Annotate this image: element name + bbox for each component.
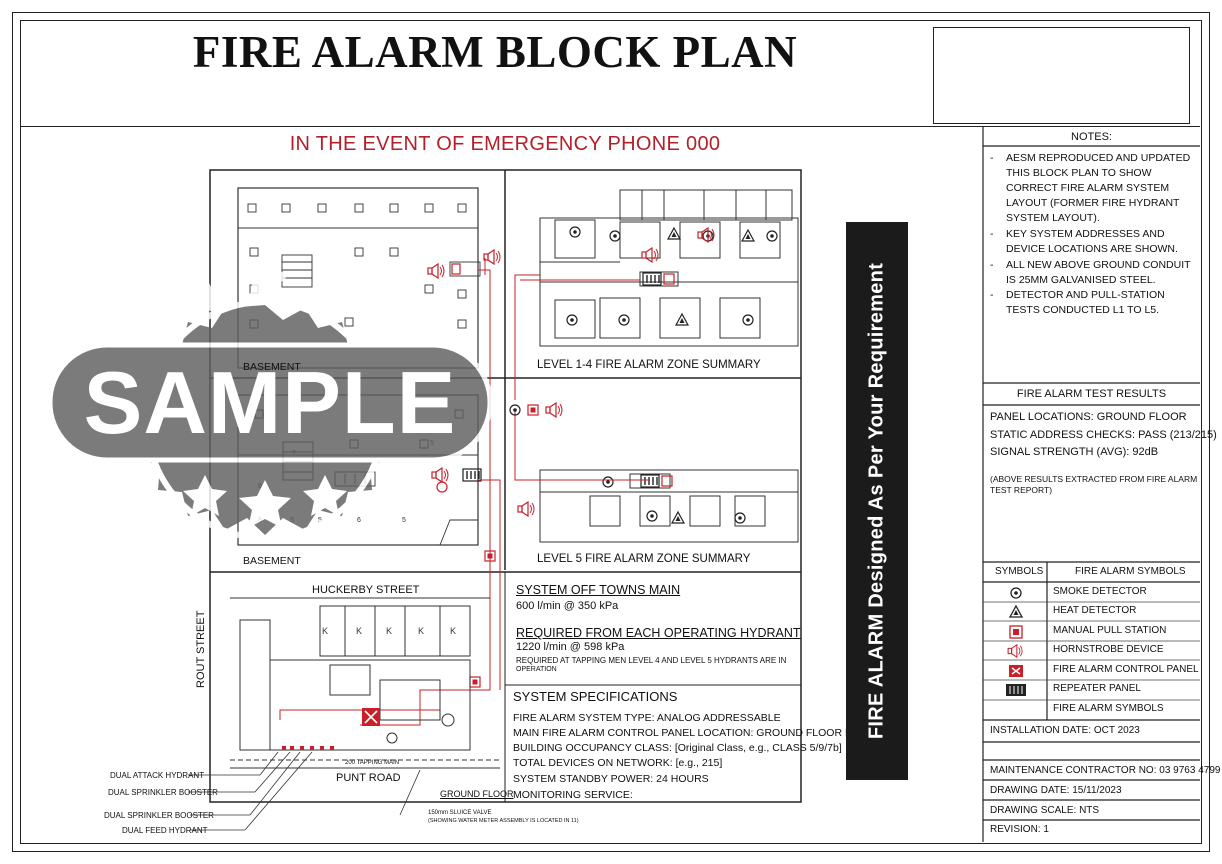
legend-label: FIRE ALARM CONTROL PANEL [1053,664,1199,675]
installation-date: INSTALLATION DATE: OCT 2023 [990,725,1140,736]
label-tapping-main: 200 TAPPING MAIN [345,760,400,766]
drawing-scale: DRAWING SCALE: NTS [990,805,1100,816]
note-bullet: - [990,289,994,301]
drawing-date: DRAWING DATE: 15/11/2023 [990,785,1122,796]
heat-detector-icon [985,602,1047,622]
spec-line-6: MONITORING SERVICE: [513,789,633,801]
manual-pull-station-icon [985,622,1047,642]
callout-dual-attack-hydrant: DUAL ATTACK HYDRANT [110,771,205,780]
revision: REVISION: 1 [990,824,1049,835]
legend-label: MANUAL PULL STATION [1053,625,1167,636]
page-title: FIRE ALARM BLOCK PLAN [192,27,798,77]
watermark-text: SAMPLE [83,353,457,452]
outer-border [12,12,1210,852]
design-banner: FIRE ALARM Designed As Per Your Requirem… [846,222,908,780]
callout-sluice-valve: 150mm SLUICE VALVE [428,810,492,816]
svg-text:K: K [418,626,424,636]
legend-row: HEAT DETECTOR [985,602,1197,622]
results-signal: SIGNAL STRENGTH (AVG): 92dB [990,446,1159,458]
label-level14: LEVEL 1-4 FIRE ALARM ZONE SUMMARY [537,359,761,371]
note-item-1: AESM REPRODUCED AND UPDATED THIS BLOCK P… [1006,152,1191,224]
results-address: STATIC ADDRESS CHECKS: PASS (213/215) [990,429,1217,441]
emergency-notice: IN THE EVENT OF EMERGENCY PHONE 000 [289,133,721,155]
legend-label: HEAT DETECTOR [1053,605,1137,616]
spec-line-2: MAIN FIRE ALARM CONTROL PANEL LOCATION: … [513,727,880,739]
label-basement-top: BASEMENT [243,361,301,373]
svg-text:K: K [322,626,328,636]
control-panel-icon [985,661,1047,681]
supply-sub-1: REQUIRED AT TAPPING MEN LEVEL 4 AND LEVE… [516,656,787,665]
note-bullet: - [990,228,994,240]
svg-text:K: K [356,626,362,636]
title-box [20,20,1200,127]
label-level5: LEVEL 5 FIRE ALARM ZONE SUMMARY [537,553,751,565]
note-bullet: - [990,152,994,164]
notes-heading: NOTES: [1071,131,1112,143]
label-basement-mid: BASEMENT [243,555,301,567]
note-item-3: ALL NEW ABOVE GROUND CONDUIT IS 25MM GAL… [1006,259,1191,286]
svg-text:5: 5 [318,517,322,524]
supply-text-1: 600 l/min @ 350 kPa [516,600,619,612]
svg-text:K: K [450,626,456,636]
legend-row: FIRE ALARM SYMBOLS [985,700,1197,720]
label-rout-street: ROUT STREET [195,610,207,688]
legend-label: FIRE ALARM SYMBOLS [1053,703,1164,714]
specs-heading: SYSTEM SPECIFICATIONS [513,689,678,704]
label-punt-road: PUNT ROAD [336,772,401,784]
supply-heading-1: SYSTEM OFF TOWNS MAIN [516,583,681,597]
hornstrobe-icon [985,641,1047,661]
legend-label: SMOKE DETECTOR [1053,586,1147,597]
results-heading: FIRE ALARM TEST RESULTS [1016,388,1167,400]
logo-box [933,27,1190,124]
supply-heading-2: REQUIRED FROM EACH OPERATING HYDRANT [516,626,801,640]
spec-line-5: SYSTEM STANDBY POWER: 24 HOURS [513,773,709,785]
symbols-col-header: SYMBOLS [995,566,1044,577]
legend-row: REPEATER PANEL [985,680,1197,700]
results-panel: PANEL LOCATIONS: GROUND FLOOR [990,411,1187,423]
inner-border [20,20,1202,844]
note-item-2: KEY SYSTEM ADDRESSES AND DEVICE LOCATION… [1006,228,1178,255]
maintenance-contractor: MAINTENANCE CONTRACTOR NO: 03 9763 4799 [990,765,1221,776]
spec-line-1: FIRE ALARM SYSTEM TYPE: ANALOG ADDRESSAB… [513,712,781,724]
sample-stamp [47,255,493,541]
supply-sub-2: OPERATION [516,666,557,673]
legend-row: MANUAL PULL STATION [985,622,1197,642]
results-note-1: (ABOVE RESULTS EXTRACTED FROM FIRE ALARM [990,474,1198,484]
spec-line-3: BUILDING OCCUPANCY CLASS: [Original Clas… [513,742,842,754]
label-ground-floor: GROUND FLOOR [440,789,514,799]
callout-dual-sprinkler-booster-1: DUAL SPRINKLER BOOSTER [108,788,218,797]
legend-label: HORNSTROBE DEVICE [1053,644,1164,655]
repeater-panel-icon [985,680,1047,700]
svg-text:6: 6 [357,517,361,524]
legend-row: SMOKE DETECTOR [985,583,1197,603]
note-bullet: - [990,259,994,271]
legend-row: HORNSTROBE DEVICE [985,641,1197,661]
svg-text:K: K [386,626,392,636]
smoke-detector-icon [985,583,1047,603]
callout-dual-sprinkler-booster-2: DUAL SPRINKLER BOOSTER [104,811,214,820]
supply-text-2: 1220 l/min @ 598 kPa [516,641,625,653]
legend-row: FIRE ALARM CONTROL PANEL [985,661,1199,681]
spec-line-4: TOTAL DEVICES ON NETWORK: [e.g., 215] [513,757,723,769]
callout-water-meter: (SHOWING WATER METER ASSEMBLY IS LOCATED… [428,818,579,824]
results-note-2: TEST REPORT) [990,485,1053,495]
callout-dual-feed-hydrant: DUAL FEED HYDRANT [122,826,208,835]
note-item-4: DETECTOR AND PULL-STATION TESTS CONDUCTE… [1006,289,1165,316]
legend-label: REPEATER PANEL [1053,683,1141,694]
svg-text:5: 5 [402,517,406,524]
label-huckerby-street: HUCKERBY STREET [312,584,420,596]
banner-text: FIRE ALARM Designed As Per Your Requirem… [865,262,888,740]
symbols-col-header-2: FIRE ALARM SYMBOLS [1075,566,1186,577]
